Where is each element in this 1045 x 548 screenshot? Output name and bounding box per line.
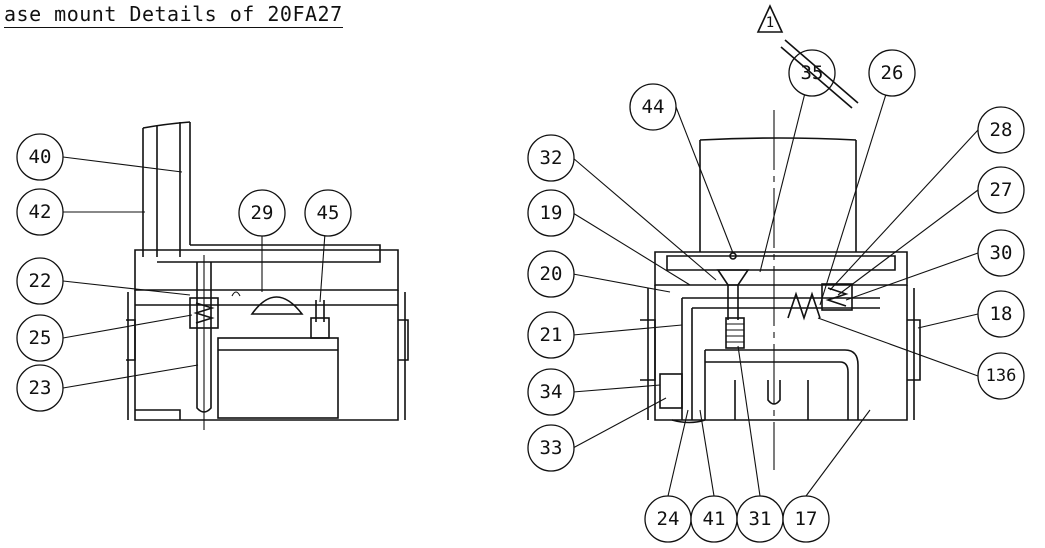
callout-42: 42 — [16, 188, 64, 236]
callout-35-strikethrough-2 — [780, 46, 853, 109]
callout-41-label: 41 — [703, 508, 726, 530]
callout-18: 18 — [977, 290, 1025, 338]
callout-45-label: 45 — [317, 202, 340, 224]
callout-23-label: 23 — [29, 377, 52, 399]
callout-20: 20 — [527, 250, 575, 298]
callout-29-label: 29 — [251, 202, 274, 224]
callout-27: 27 — [977, 166, 1025, 214]
left-leader-lines — [62, 156, 326, 389]
callout-40-label: 40 — [29, 146, 52, 168]
callout-29: 29 — [238, 189, 286, 237]
callout-28-label: 28 — [990, 119, 1013, 141]
callout-33: 33 — [527, 424, 575, 472]
callout-136-label: 136 — [986, 366, 1017, 386]
callout-34: 34 — [527, 368, 575, 416]
revision-triangle: 1 — [756, 4, 784, 33]
callout-41: 41 — [690, 495, 738, 543]
callout-21: 21 — [527, 311, 575, 359]
callout-25-label: 25 — [29, 327, 52, 349]
callout-26: 26 — [868, 49, 916, 97]
callout-35-strikethrough — [784, 39, 859, 104]
callout-35: 35 — [780, 39, 859, 109]
callout-32: 32 — [527, 134, 575, 182]
callout-45: 45 — [304, 189, 352, 237]
callout-24: 24 — [644, 495, 692, 543]
callout-22: 22 — [16, 257, 64, 305]
callout-27-label: 27 — [990, 179, 1013, 201]
callout-44-label: 44 — [642, 96, 665, 118]
callout-42-label: 42 — [29, 201, 52, 223]
callout-23: 23 — [16, 364, 64, 412]
callout-34-label: 34 — [540, 381, 563, 403]
callout-20-label: 20 — [540, 263, 563, 285]
callout-19-label: 19 — [540, 202, 563, 224]
right-leader-lines — [572, 72, 979, 497]
callout-30: 30 — [977, 229, 1025, 277]
callout-40: 40 — [16, 133, 64, 181]
callout-26-label: 26 — [881, 62, 904, 84]
callout-31-label: 31 — [749, 508, 772, 530]
callout-17: 17 — [782, 495, 830, 543]
right-assembly-drawing — [640, 110, 921, 470]
revision-mark-label: 1 — [766, 15, 774, 31]
callout-17-label: 17 — [795, 508, 818, 530]
callout-18-label: 18 — [990, 303, 1013, 325]
callout-30-label: 30 — [990, 242, 1013, 264]
callout-28: 28 — [977, 106, 1025, 154]
left-callouts: 40 42 22 25 23 29 45 — [16, 133, 352, 412]
revision-triangle-icon — [756, 4, 784, 33]
callout-24-label: 24 — [657, 508, 680, 530]
callout-33-label: 33 — [540, 437, 563, 459]
left-assembly-drawing — [126, 121, 409, 430]
callout-136: 136 — [977, 352, 1025, 400]
callout-31: 31 — [736, 495, 784, 543]
right-callouts: 44 35 26 32 19 20 21 34 — [527, 39, 1025, 543]
callout-22-label: 22 — [29, 270, 52, 292]
drawing-title: ase mount Details of 20FA27 — [4, 2, 343, 28]
callout-44: 44 — [629, 83, 677, 131]
callout-21-label: 21 — [540, 324, 563, 346]
callout-25: 25 — [16, 314, 64, 362]
callout-32-label: 32 — [540, 147, 563, 169]
callout-19: 19 — [527, 189, 575, 237]
